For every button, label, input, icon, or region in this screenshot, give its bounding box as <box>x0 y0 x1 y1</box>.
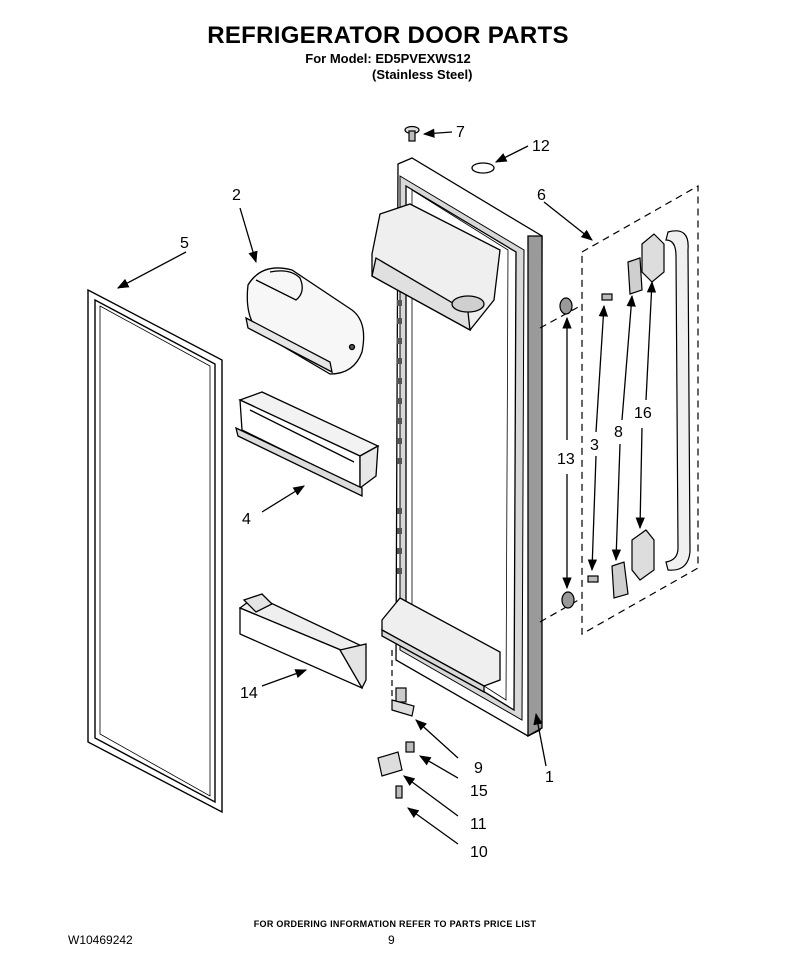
door-rail-part <box>238 593 367 690</box>
callout-9: 9 <box>474 760 483 777</box>
model-line: For Model: ED5PVEXWS12 <box>305 51 471 66</box>
callout-13: 13 <box>557 451 575 468</box>
callout-8: 8 <box>614 424 623 441</box>
door-bin-part <box>235 391 380 498</box>
document-number: W10469242 <box>68 933 133 947</box>
callout-2: 2 <box>232 187 241 204</box>
callout-3: 3 <box>590 437 599 454</box>
callout-6: 6 <box>537 187 546 204</box>
callout-5: 5 <box>180 235 189 252</box>
callout-numbers: 1 2 3 4 5 6 7 8 9 10 11 12 13 14 15 16 <box>180 124 652 861</box>
page-number: 9 <box>388 933 395 947</box>
callout-leaders <box>116 128 657 845</box>
top-screw-part <box>404 125 420 142</box>
callout-1: 1 <box>545 769 554 786</box>
bottom-hinge-parts <box>377 650 415 799</box>
page-title: REFRIGERATOR DOOR PARTS <box>207 22 569 49</box>
callout-12: 12 <box>532 138 550 155</box>
finish-line: (Stainless Steel) <box>372 67 473 82</box>
dairy-compartment-part <box>245 267 365 375</box>
callout-15: 15 <box>470 783 488 800</box>
callout-16: 16 <box>634 405 652 422</box>
callout-10: 10 <box>470 844 488 861</box>
callout-14: 14 <box>240 685 258 702</box>
handle-kit-box <box>539 184 699 636</box>
handle-kit-parts <box>559 230 691 609</box>
door-gasket-part <box>87 288 223 814</box>
callout-4: 4 <box>242 511 251 528</box>
callout-11: 11 <box>470 816 487 833</box>
callout-7: 7 <box>456 124 465 141</box>
ordering-info-note: FOR ORDERING INFORMATION REFER TO PARTS … <box>253 919 537 929</box>
door-assembly-part <box>371 157 543 738</box>
plug-part <box>471 162 495 174</box>
